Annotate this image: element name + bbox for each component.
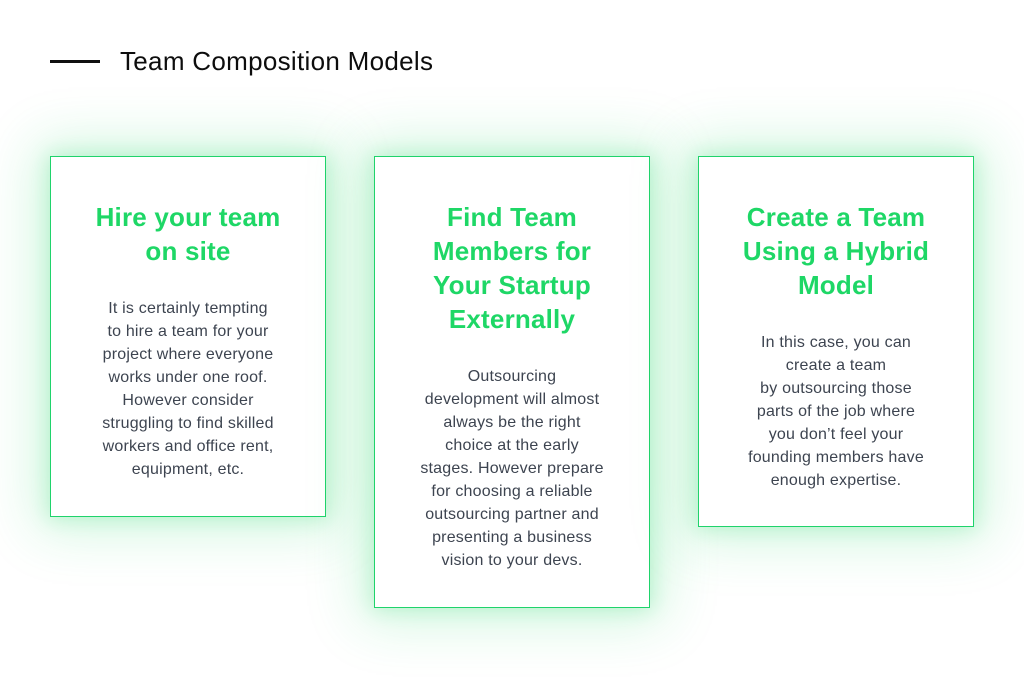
card-heading: Find Team Members for Your Startup Exter… <box>432 202 592 334</box>
card-heading: Create a Team Using a Hybrid Model <box>742 202 930 300</box>
page-title: Team Composition Models <box>120 46 434 76</box>
header: Team Composition Models <box>0 0 1024 78</box>
card-body: It is certainly tempting to hire a team … <box>102 300 274 478</box>
card-find-externally: Find Team Members for Your Startup Exter… <box>374 156 650 608</box>
card-body: Outsourcing development will almost alwa… <box>420 368 604 569</box>
card-hybrid-model: Create a Team Using a Hybrid Model In th… <box>698 156 974 527</box>
card-body: In this case, you can create a team by o… <box>748 334 924 489</box>
cards-section: Hire your team on site It is certainly t… <box>50 156 974 608</box>
card-heading: Hire your team on site <box>95 202 281 266</box>
title-dash <box>50 59 100 63</box>
card-hire-on-site: Hire your team on site It is certainly t… <box>50 156 326 517</box>
